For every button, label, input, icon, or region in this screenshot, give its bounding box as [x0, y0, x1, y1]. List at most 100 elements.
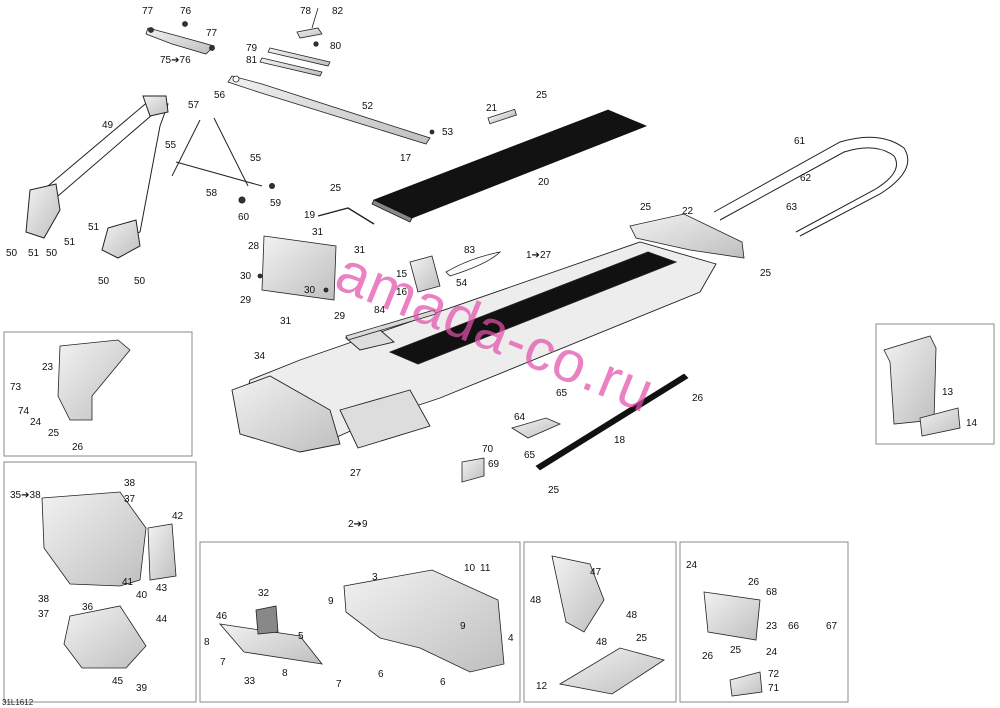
clip-21	[487, 108, 517, 125]
callout-21: 21	[486, 103, 498, 114]
callout-59: 59	[270, 198, 282, 209]
callout-13: 13	[942, 387, 954, 398]
callout-36: 36	[82, 602, 94, 613]
callout-23: 23	[766, 621, 778, 632]
bracket-47	[551, 555, 605, 633]
inset-box-2-9	[199, 541, 521, 703]
callout-50: 50	[46, 248, 58, 259]
callout-24: 24	[686, 560, 698, 571]
callout-22: 22	[682, 206, 694, 217]
callout-47: 47	[590, 567, 602, 578]
strip-84	[345, 309, 437, 341]
callout-56: 56	[214, 90, 226, 101]
callout-84: 84	[374, 305, 386, 316]
callout-70: 70	[482, 444, 494, 455]
callout-7: 7	[336, 679, 342, 690]
callout-75-76: 75➔76	[160, 55, 191, 66]
callout-65: 65	[556, 388, 568, 399]
rod-52	[227, 75, 435, 145]
callout-51: 51	[64, 237, 76, 248]
callout-64: 64	[514, 412, 526, 423]
callout-60: 60	[238, 212, 250, 223]
callout-26: 26	[702, 651, 714, 662]
callout-82: 82	[332, 6, 344, 17]
cable-19	[317, 207, 375, 225]
part-15	[409, 255, 441, 293]
callout-40: 40	[136, 590, 148, 601]
callout-26: 26	[748, 577, 760, 588]
rail-18	[535, 373, 689, 471]
callout-6: 6	[378, 669, 384, 680]
callout-80: 80	[330, 41, 342, 52]
callout-29: 29	[240, 295, 252, 306]
callout-25: 25	[760, 268, 772, 279]
callout-26: 26	[692, 393, 704, 404]
callout-49: 49	[102, 120, 114, 131]
module-32	[255, 605, 279, 635]
callout-48: 48	[530, 595, 542, 606]
inset-box-13-14	[875, 323, 995, 445]
callout-38: 38	[124, 478, 136, 489]
support-frame-49	[25, 95, 169, 259]
bracket-75-77	[145, 21, 215, 55]
callout-19: 19	[304, 210, 316, 221]
mount-36	[63, 605, 147, 669]
callout-44: 44	[156, 614, 168, 625]
callout-20: 20	[538, 177, 550, 188]
callout-31: 31	[280, 316, 292, 327]
inset-box-47-12	[523, 541, 677, 703]
inset-box-23	[3, 331, 193, 457]
bracket-22	[629, 213, 745, 259]
chassis-tunnel-1-27	[231, 241, 717, 453]
callout-9: 9	[460, 621, 466, 632]
callout-55: 55	[250, 153, 262, 164]
callout-25: 25	[548, 485, 560, 496]
callout-1-27: 1➔27	[526, 250, 552, 261]
callout-68: 68	[766, 587, 778, 598]
callout-25: 25	[536, 90, 548, 101]
callout-7: 7	[220, 657, 226, 668]
inset-box-23-72	[679, 541, 849, 703]
callout-72: 72	[768, 669, 780, 680]
part-64	[511, 417, 562, 439]
callout-69: 69	[488, 459, 500, 470]
callout-24: 24	[766, 647, 778, 658]
callout-12: 12	[536, 681, 548, 692]
callout-23: 23	[42, 362, 54, 373]
callout-48: 48	[596, 637, 608, 648]
plate-13	[883, 335, 937, 425]
callout-11: 11	[480, 563, 491, 574]
callout-53: 53	[442, 127, 454, 138]
callout-5: 5	[298, 631, 304, 642]
plate-40	[147, 523, 177, 581]
callout-77: 77	[206, 28, 218, 39]
callout-6: 6	[440, 677, 446, 688]
callout-48: 48	[626, 610, 638, 621]
callout-46: 46	[216, 611, 228, 622]
callout-31: 31	[312, 227, 324, 238]
part-69	[461, 457, 485, 483]
front-frame-3	[343, 569, 505, 673]
callout-76: 76	[180, 6, 192, 17]
callout-67: 67	[826, 621, 838, 632]
block-14	[919, 407, 961, 437]
callout-50: 50	[98, 276, 110, 287]
skid-plate-12	[558, 647, 665, 695]
callout-34: 34	[254, 351, 266, 362]
callout-51: 51	[88, 222, 100, 233]
callout-42: 42	[172, 511, 184, 522]
callout-52: 52	[362, 101, 374, 112]
callout-2-9: 2➔9	[348, 519, 368, 530]
callout-57: 57	[188, 100, 200, 111]
cover-plate-28	[257, 235, 337, 301]
callout-30: 30	[304, 285, 316, 296]
callout-37: 37	[124, 494, 136, 505]
rear-bumper-61	[713, 136, 909, 237]
callout-54: 54	[456, 278, 468, 289]
callout-45: 45	[112, 676, 124, 687]
callout-51: 51	[28, 248, 40, 259]
clip-71	[729, 671, 763, 697]
callout-62: 62	[800, 173, 812, 184]
callout-74: 74	[18, 406, 30, 417]
